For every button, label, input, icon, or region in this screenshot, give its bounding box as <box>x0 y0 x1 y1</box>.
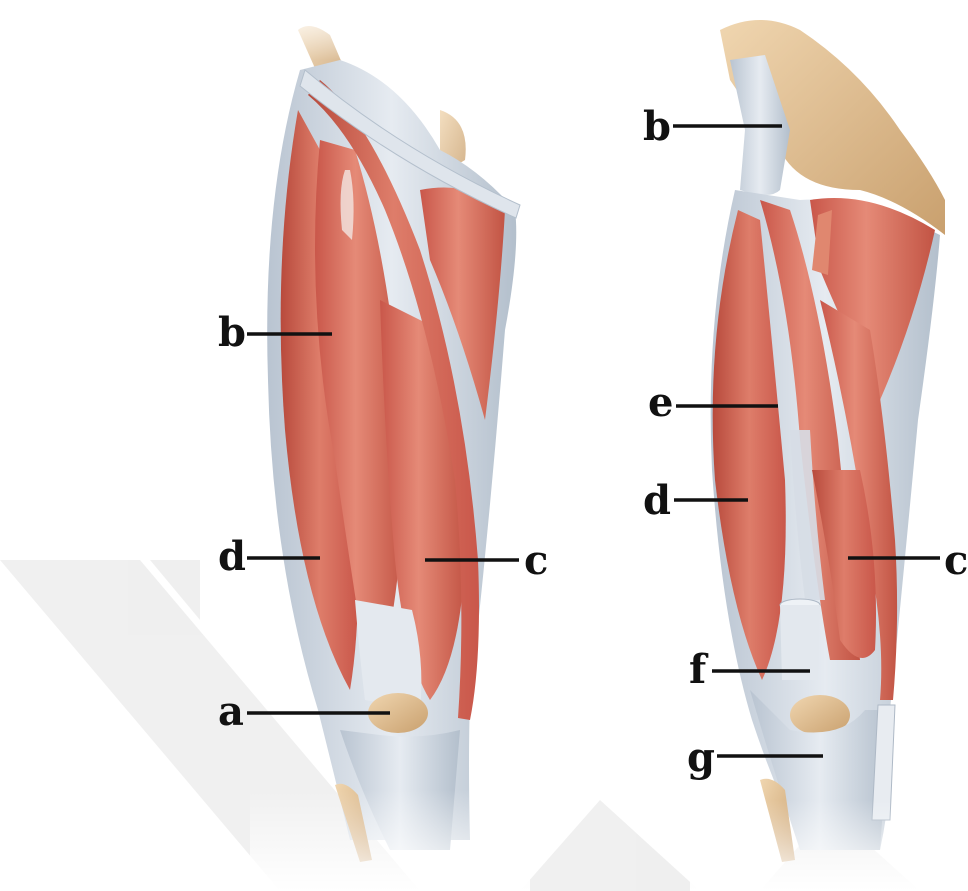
svg-text:b: b <box>643 103 671 150</box>
right-thigh-illustration <box>690 20 950 891</box>
svg-text:f: f <box>689 646 709 693</box>
svg-text:g: g <box>687 734 715 781</box>
svg-text:c: c <box>524 537 548 584</box>
svg-text:d: d <box>643 477 671 524</box>
svg-text:e: e <box>648 379 673 426</box>
svg-text:d: d <box>218 533 246 580</box>
svg-text:a: a <box>218 688 244 735</box>
svg-text:c: c <box>944 537 968 584</box>
svg-text:b: b <box>218 309 246 356</box>
